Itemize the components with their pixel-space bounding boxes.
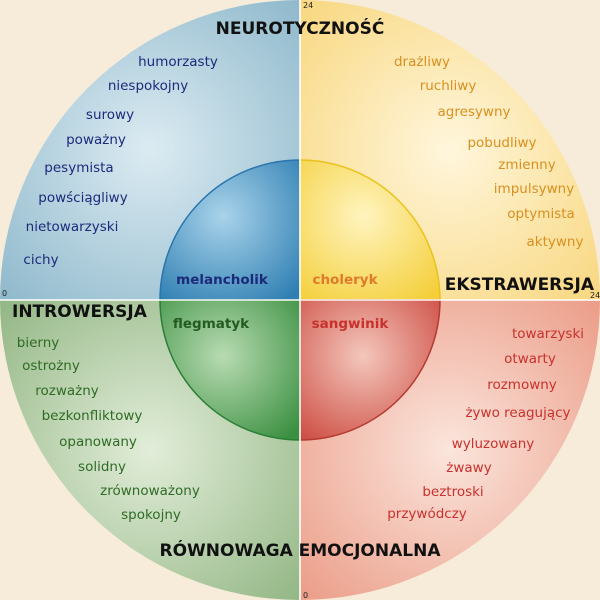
trait-label: ruchliwy: [420, 78, 477, 94]
trait-label: wyluzowany: [452, 436, 535, 452]
traits-choleric: drażliwy ruchliwy agresywny pobudliwy zm…: [394, 54, 583, 250]
temperament-phlegmatic: flegmatyk: [173, 316, 250, 332]
trait-label: aktywny: [527, 234, 584, 250]
trait-label: opanowany: [59, 434, 137, 450]
trait-label: surowy: [86, 107, 134, 123]
trait-label: nietowarzyski: [26, 219, 119, 235]
trait-label: solidny: [78, 459, 126, 475]
trait-label: pobudliwy: [467, 135, 536, 151]
trait-label: przywódczy: [387, 506, 467, 522]
trait-label: rozważny: [35, 383, 99, 399]
trait-label: spokojny: [121, 507, 181, 523]
trait-label: otwarty: [504, 351, 556, 367]
inner-sanguine: [299, 299, 441, 441]
trait-label: humorzasty: [138, 54, 218, 70]
trait-label: bierny: [17, 335, 59, 351]
trait-label: bezkonfliktowy: [42, 408, 143, 424]
trait-label: żwawy: [446, 460, 491, 476]
axis-title-emotional-stability: RÓWNOWAGA EMOCJONALNA: [160, 539, 442, 561]
inner-choleric: [299, 159, 441, 301]
tick-bottom: 0: [303, 591, 308, 600]
traits-phlegmatic: bierny ostrożny rozważny bezkonfliktowy …: [17, 335, 200, 523]
temperament-choleric: choleryk: [312, 272, 378, 288]
trait-label: beztroski: [422, 484, 483, 500]
trait-label: agresywny: [437, 104, 510, 120]
trait-label: niespokojny: [108, 78, 188, 94]
trait-label: powściągliwy: [38, 190, 127, 206]
trait-label: impulsywny: [494, 181, 574, 197]
trait-label: drażliwy: [394, 54, 450, 70]
temperament-melancholic: melancholik: [176, 272, 269, 288]
axis-title-extraversion: EKSTRAWERSJA: [445, 275, 595, 295]
inner-melancholic: [159, 159, 301, 301]
trait-label: cichy: [23, 252, 58, 268]
inner-phlegmatic: [159, 299, 301, 441]
trait-label: rozmowny: [487, 377, 557, 393]
trait-label: zrównoważony: [100, 483, 200, 499]
trait-label: towarzyski: [512, 326, 584, 342]
traits-sanguine: towarzyski otwarty rozmowny żywo reagują…: [387, 326, 584, 522]
tick-left: 0: [2, 289, 7, 298]
axis-title-introversion: INTROWERSJA: [12, 302, 148, 322]
trait-label: żywo reagujący: [465, 405, 570, 421]
trait-label: optymista: [507, 206, 575, 222]
trait-label: ostrożny: [22, 358, 80, 374]
trait-label: pesymista: [44, 160, 113, 176]
trait-label: zmienny: [498, 157, 555, 173]
trait-label: poważny: [66, 132, 126, 148]
tick-right: 24: [590, 291, 600, 300]
traits-melancholic: humorzasty niespokojny surowy poważny pe…: [23, 54, 217, 268]
temperament-sanguine: sangwinik: [312, 316, 390, 332]
axis-title-neuroticism: NEUROTYCZNOŚĆ: [216, 17, 385, 39]
tick-top: 24: [303, 1, 313, 10]
